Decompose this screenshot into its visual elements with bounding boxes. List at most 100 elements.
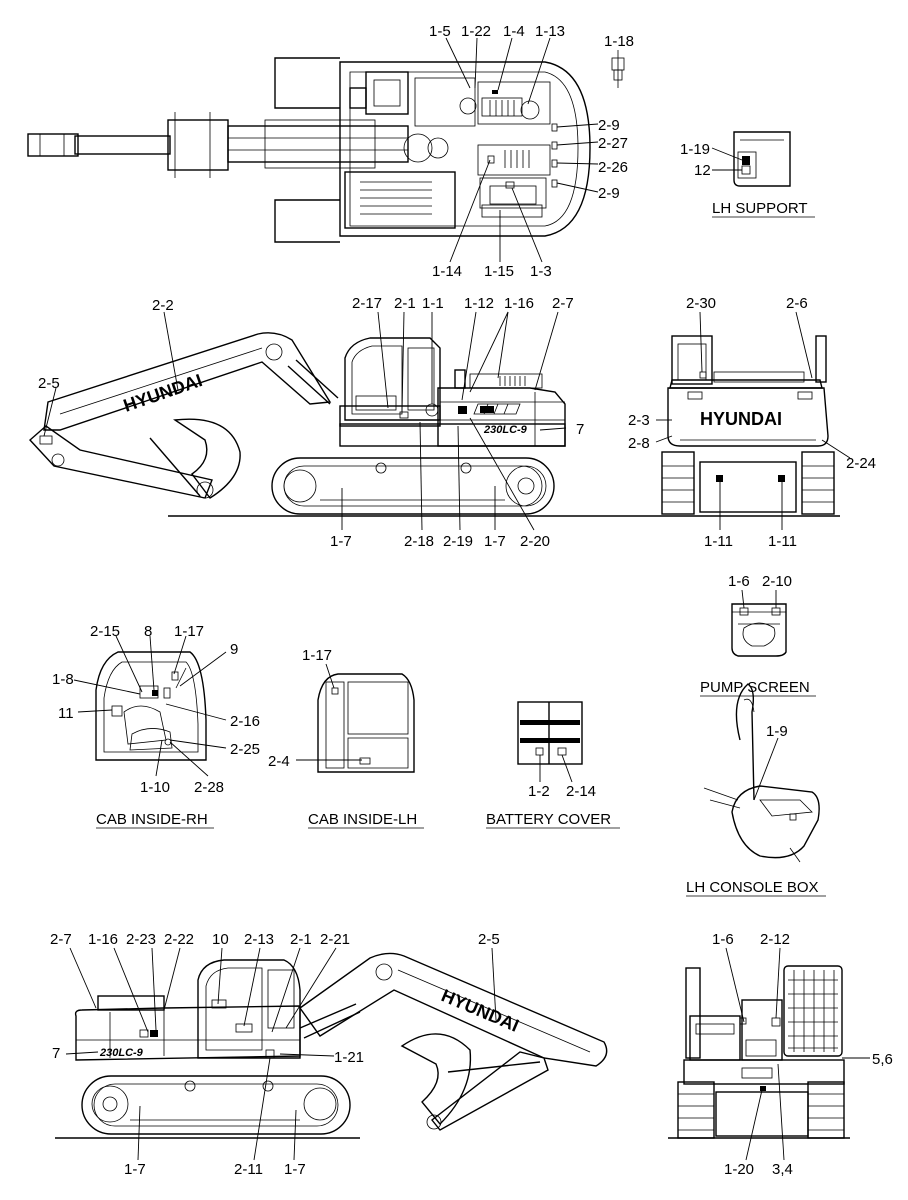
callout-label: 12 bbox=[694, 162, 711, 179]
tank-ribs bbox=[360, 181, 432, 215]
model-badge-left: 230LC-9 bbox=[483, 424, 528, 436]
side-view-left: 230LC-9 HYUNDAI 2-2 2-17 2-1 bbox=[28, 295, 655, 550]
callout-label: 2-11 bbox=[234, 1161, 263, 1178]
callout-label: 1-5 bbox=[429, 23, 451, 40]
callout-label: 1-12 bbox=[464, 295, 494, 312]
callout-label: 2-14 bbox=[566, 783, 596, 800]
view-title: BATTERY COVER bbox=[486, 811, 611, 828]
front-view: 1-6 2-12 5,6 1-20 3,4 bbox=[668, 931, 893, 1178]
callout-label: 1-11 bbox=[768, 533, 797, 550]
callout-label: 1-1 bbox=[422, 295, 444, 312]
callout-label: 1-11 bbox=[704, 533, 733, 550]
track-treads-front bbox=[678, 1093, 844, 1131]
callout-label: 2-5 bbox=[478, 931, 500, 948]
battery-cover-view: 1-2 2-14 BATTERY COVER bbox=[486, 701, 620, 829]
callout-label: 2-5 bbox=[38, 375, 60, 392]
callout-label: 2-7 bbox=[552, 295, 574, 312]
callout-label: 1-7 bbox=[124, 1161, 146, 1178]
callout-label: 2-15 bbox=[90, 623, 120, 640]
callout-label: 1-17 bbox=[302, 647, 332, 664]
callout-label: 1-17 bbox=[174, 623, 204, 640]
callout-label: 2-1 bbox=[290, 931, 312, 948]
callout-label: 1-7 bbox=[330, 533, 352, 550]
callout-label: 8 bbox=[144, 623, 152, 640]
callout-label: 2-28 bbox=[194, 779, 224, 796]
grille-mid bbox=[504, 150, 530, 168]
callout-label: 2-22 bbox=[164, 931, 194, 948]
callout-label: 2-6 bbox=[786, 295, 808, 312]
callout-label: 7 bbox=[52, 1045, 60, 1062]
model-badge-right: 230LC-9 bbox=[99, 1047, 144, 1059]
top-view: 1-5 1-22 1-4 1-13 1-18 2-9 2-27 2-26 2-9… bbox=[27, 23, 634, 280]
callout-label: 3,4 bbox=[772, 1161, 793, 1178]
cab-guard-grid bbox=[788, 970, 838, 1052]
view-title: CAB INSIDE-RH bbox=[96, 811, 208, 828]
boom-decal-right: HYUNDAI bbox=[438, 985, 521, 1035]
callout-label: 2-18 bbox=[404, 533, 434, 550]
callout-label: 1-4 bbox=[503, 23, 525, 40]
callout-label: 1-16 bbox=[88, 931, 118, 948]
callout-label: 1-7 bbox=[284, 1161, 306, 1178]
callout-label: 2-7 bbox=[50, 931, 72, 948]
callout-label: 2-2 bbox=[152, 297, 174, 314]
callout-label: 11 bbox=[58, 705, 74, 722]
callout-label: 1-19 bbox=[680, 141, 710, 158]
callout-label: 2-27 bbox=[598, 135, 628, 152]
callout-label: 2-9 bbox=[598, 185, 620, 202]
pump-screen-view: 1-6 2-10 PUMP SCREEN bbox=[700, 573, 816, 697]
callout-label: 2-25 bbox=[230, 741, 260, 758]
callout-label: 2-12 bbox=[760, 931, 790, 948]
callout-label: 5,6 bbox=[872, 1051, 893, 1068]
callout-label: 2-3 bbox=[628, 412, 650, 429]
counterweight-decal: HYUNDAI bbox=[700, 409, 782, 429]
callout-label: 1-13 bbox=[535, 23, 565, 40]
callout-label: 2-19 bbox=[443, 533, 473, 550]
hood-grille-left bbox=[499, 376, 526, 386]
callout-label: 1-2 bbox=[528, 783, 550, 800]
callout-label: 2-8 bbox=[628, 435, 650, 452]
lh-console-box-view: 1-9 LH CONSOLE BOX bbox=[686, 683, 826, 897]
callout-label: 1-9 bbox=[766, 723, 788, 740]
cab-inside-rh-view: 2-15 8 1-17 9 1-8 11 2-16 2-25 1-10 2-28… bbox=[52, 623, 260, 829]
cab-inside-lh-view: 1-17 2-4 CAB INSIDE-LH bbox=[268, 647, 424, 829]
callout-label: 2-24 bbox=[846, 455, 876, 472]
callout-label: 2-26 bbox=[598, 159, 628, 176]
callout-label: 9 bbox=[230, 641, 238, 658]
part-1-18 bbox=[611, 50, 625, 88]
callout-label: 2-9 bbox=[598, 117, 620, 134]
side-view-right: 230LC-9 HYUNDAI 2-7 1-1 bbox=[50, 931, 608, 1178]
callout-label: 2-13 bbox=[244, 931, 274, 948]
callout-label: 1-6 bbox=[712, 931, 734, 948]
boom-decal-left: HYUNDAI bbox=[121, 370, 205, 416]
callout-label: 1-3 bbox=[530, 263, 552, 280]
callout-label: 2-4 bbox=[268, 753, 290, 770]
callout-label: 2-23 bbox=[126, 931, 156, 948]
view-title: PUMP SCREEN bbox=[700, 679, 810, 696]
lh-support-view: 1-19 12 LH SUPPORT bbox=[680, 131, 815, 218]
callout-label: 2-1 bbox=[394, 295, 416, 312]
callout-label: 1-20 bbox=[724, 1161, 754, 1178]
callout-label: 1-15 bbox=[484, 263, 514, 280]
callout-label: 1-10 bbox=[140, 779, 170, 796]
view-title: CAB INSIDE-LH bbox=[308, 811, 417, 828]
callout-label: 2-21 bbox=[320, 931, 350, 948]
callout-label: 10 bbox=[212, 931, 229, 948]
callout-label: 1-21 bbox=[334, 1049, 364, 1066]
callout-label: 1-8 bbox=[52, 671, 74, 688]
callout-label: 2-30 bbox=[686, 295, 716, 312]
callout-label: 1-18 bbox=[604, 33, 634, 50]
callout-label: 1-14 bbox=[432, 263, 462, 280]
view-title: LH CONSOLE BOX bbox=[686, 879, 819, 896]
callout-label: 2-17 bbox=[352, 295, 382, 312]
callout-label: 1-6 bbox=[728, 573, 750, 590]
track-treads-rear bbox=[662, 465, 834, 503]
view-title: LH SUPPORT bbox=[712, 200, 808, 217]
rear-view: HYUNDAI 2-30 2-6 2-3 2-8 2-24 1-11 1-11 bbox=[628, 295, 876, 550]
callout-label: 1-7 bbox=[484, 533, 506, 550]
grille-top bbox=[489, 100, 515, 116]
callout-label: 2-16 bbox=[230, 713, 260, 730]
callout-label: 1-22 bbox=[461, 23, 491, 40]
callout-label: 1-16 bbox=[504, 295, 534, 312]
callout-label: 2-20 bbox=[520, 533, 550, 550]
